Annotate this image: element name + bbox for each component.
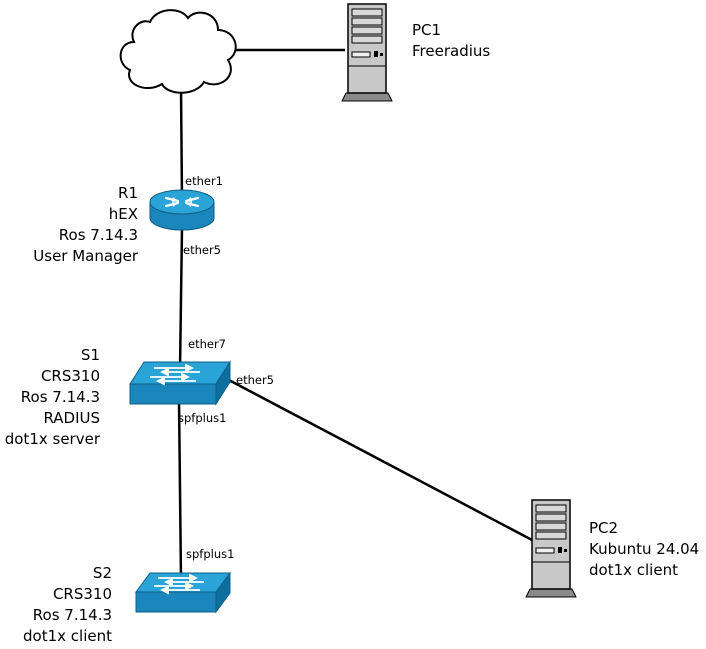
pc2-label-line: dot1x client: [589, 561, 678, 579]
r1-label-line: hEX: [108, 205, 138, 223]
s1-label-line: Ros 7.14.3: [20, 388, 100, 406]
links: [177, 48, 533, 581]
s2-label-line: Ros 7.14.3: [32, 606, 112, 624]
s1-label-line: S1: [80, 346, 100, 364]
r1-label-line: R1: [118, 184, 138, 202]
s1-label-line: CRS310: [40, 367, 100, 385]
pc1-label: PC1 Freeradius: [412, 20, 490, 62]
link-cloud-r1: [179, 87, 184, 201]
port-label-s1-spfplus1: spfplus1: [178, 411, 227, 425]
pc1-server-tower-icon: [341, 3, 393, 102]
pc1-label-line: PC1: [412, 21, 442, 39]
link-s1-s2: [177, 399, 183, 581]
r1-label: R1 hEX Ros 7.14.3 User Manager: [33, 183, 138, 267]
s2-switch-icon: [135, 571, 231, 614]
s2-label-line: S2: [92, 564, 112, 582]
pc2-server-tower-icon: [525, 499, 577, 598]
s1-label-line: RADIUS: [43, 409, 100, 427]
s1-switch-icon: [129, 360, 231, 406]
s2-label-line: dot1x client: [23, 627, 112, 645]
s2-label: S2 CRS310 Ros 7.14.3 dot1x client: [23, 563, 112, 647]
r1-router-icon: [149, 189, 215, 231]
s1-label-line: dot1x server: [4, 430, 100, 448]
pc1-label-line: Freeradius: [412, 42, 491, 60]
port-label-s1-ether5: ether5: [236, 373, 274, 387]
link-r1-s1: [178, 227, 184, 371]
r1-label-line: Ros 7.14.3: [58, 226, 138, 244]
cloud-icon: [119, 9, 237, 94]
port-label-r1-ether5: ether5: [183, 243, 221, 257]
s1-label: S1 CRS310 Ros 7.14.3 RADIUS dot1x server: [5, 345, 100, 450]
r1-label-line: User Manager: [33, 247, 138, 265]
port-label-s1-ether7: ether7: [188, 337, 226, 351]
pc2-label-line: Kubuntu 24.04: [589, 540, 700, 558]
pc2-label: PC2 Kubuntu 24.04 dot1x client: [589, 518, 699, 581]
port-label-s2-spfplus1: spfplus1: [186, 547, 235, 561]
s2-label-line: CRS310: [52, 585, 112, 603]
port-label-r1-ether1: ether1: [185, 174, 223, 188]
pc2-label-line: PC2: [589, 519, 619, 537]
link-s1-pc2: [224, 376, 533, 542]
